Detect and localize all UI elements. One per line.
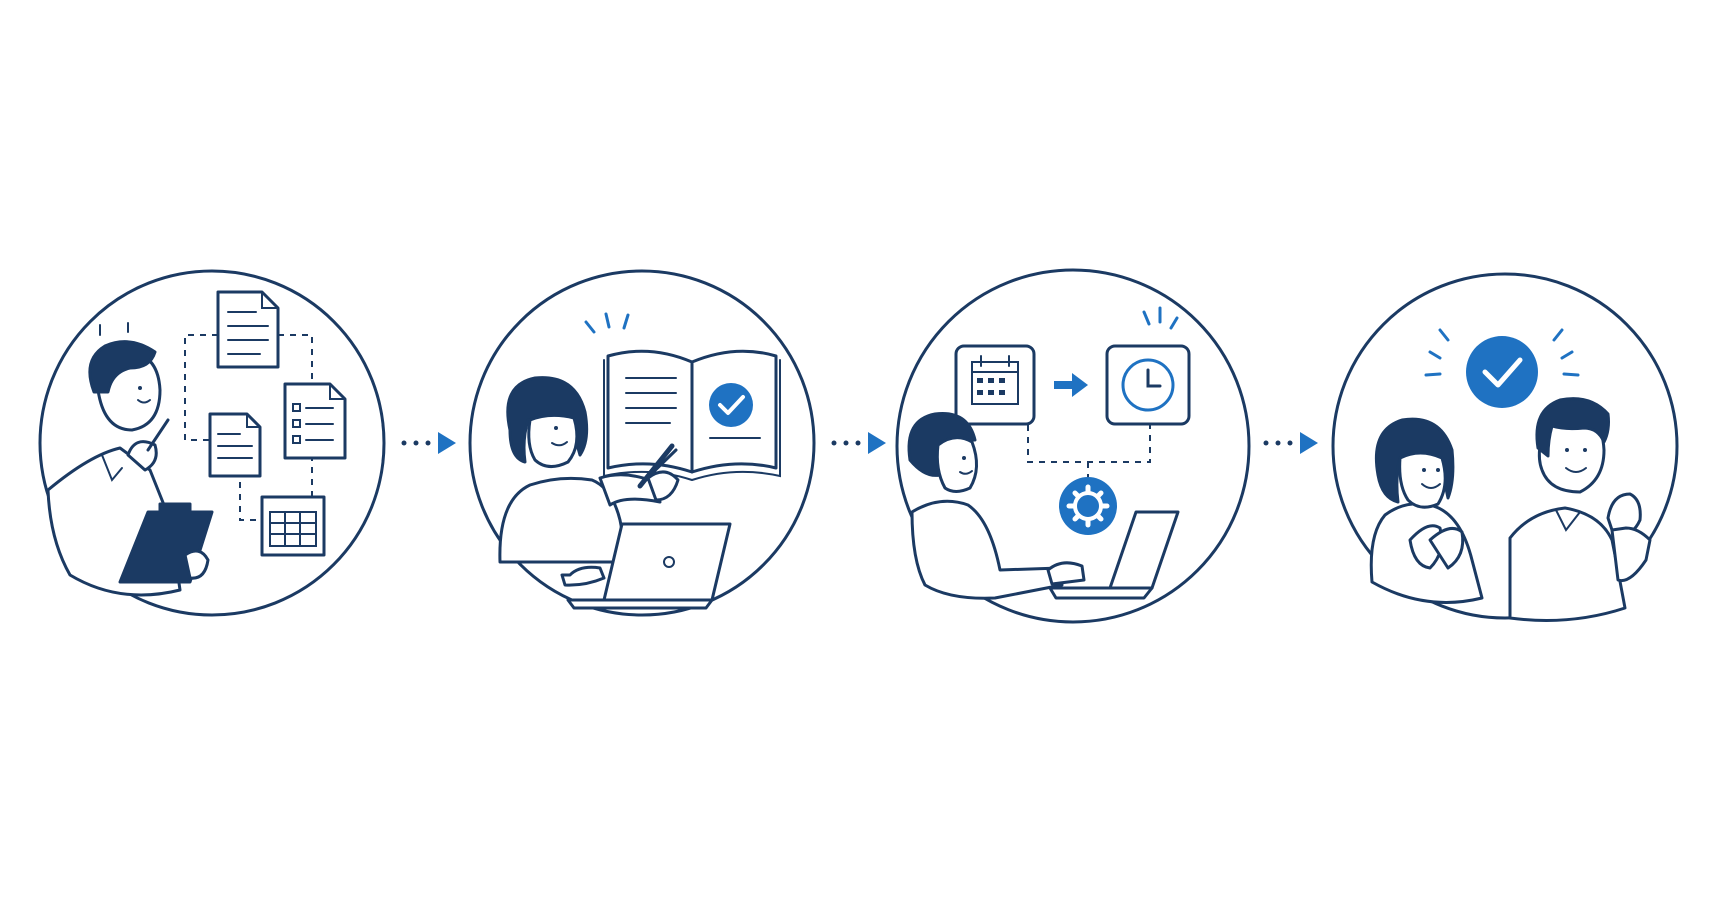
- person-icon: [498, 376, 680, 587]
- highlight-lines: [1142, 306, 1179, 330]
- check-badge-icon: [709, 383, 753, 427]
- gear-icon: [1059, 477, 1117, 535]
- person-icon: [907, 412, 1086, 600]
- laptop-icon: [1048, 510, 1180, 600]
- step-2-circle: [468, 269, 816, 617]
- check-badge-icon: [1466, 336, 1538, 408]
- dotted-arrow-icon: [1263, 432, 1318, 454]
- step-1-circle: [38, 269, 386, 617]
- step-3-circle: [895, 268, 1251, 624]
- person-icon: [1508, 397, 1652, 622]
- clock-icon: [1105, 344, 1191, 426]
- calendar-icon: [954, 344, 1036, 426]
- step-3-schedule: [895, 268, 1251, 624]
- person-icon: [1369, 417, 1484, 604]
- document-icon: [216, 290, 280, 369]
- highlight-lines: [584, 312, 630, 334]
- laptop-icon: [566, 522, 732, 610]
- schedule-connector-lines: [1027, 425, 1151, 480]
- checklist-icon: [283, 382, 347, 460]
- document-icon: [208, 412, 262, 478]
- celebration-icon: [1424, 328, 1580, 377]
- step-1-research: [38, 269, 386, 617]
- clipboard-icon: [118, 502, 214, 584]
- step-4-circle: [1331, 272, 1679, 620]
- pen-icon: [637, 443, 675, 489]
- arrow-right-icon: [1054, 373, 1088, 397]
- dotted-arrow-icon: [401, 432, 456, 454]
- table-icon: [260, 495, 326, 557]
- open-book-icon: [603, 349, 781, 482]
- step-4-success: [1331, 272, 1679, 622]
- dotted-arrow-icon: [831, 432, 886, 454]
- document-connector-lines: [184, 334, 313, 521]
- step-2-study: [468, 269, 816, 617]
